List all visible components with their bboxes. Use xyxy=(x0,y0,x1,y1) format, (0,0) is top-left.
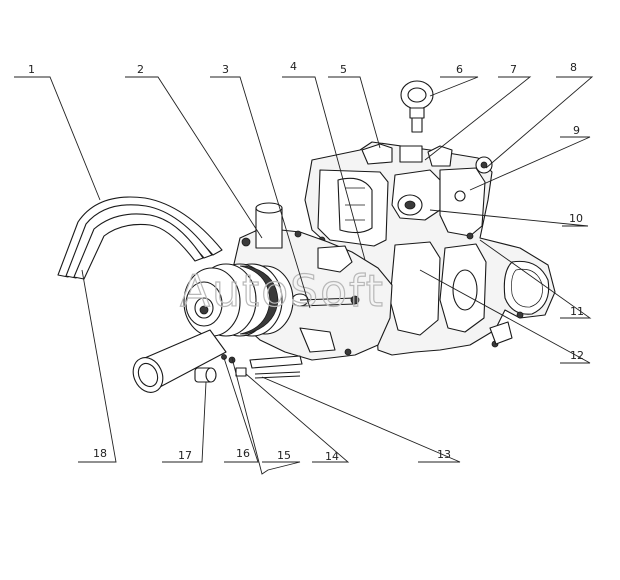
callout-13: 13 xyxy=(437,448,451,461)
callout-7: 7 xyxy=(510,63,517,76)
callout-6: 6 xyxy=(456,63,463,76)
callout-10: 10 xyxy=(569,212,583,225)
callout-labels: 1 2 3 4 5 6 7 8 9 10 11 12 13 14 15 16 1… xyxy=(28,60,584,463)
callout-14: 14 xyxy=(325,450,339,463)
callout-15: 15 xyxy=(277,449,291,462)
bracket-rod-drawing xyxy=(221,354,303,379)
callout-8: 8 xyxy=(570,61,577,74)
housing-plate-drawing xyxy=(304,141,556,356)
eye-bolt-drawing xyxy=(400,80,434,133)
callout-17: 17 xyxy=(178,449,192,462)
callout-9: 9 xyxy=(573,124,580,137)
callout-3: 3 xyxy=(222,63,229,76)
outlet-pipe-drawing xyxy=(132,329,227,393)
callout-11: 11 xyxy=(570,305,584,318)
callout-18: 18 xyxy=(93,447,107,460)
callout-1: 1 xyxy=(28,63,35,76)
callout-2: 2 xyxy=(137,63,144,76)
leader-lines xyxy=(14,76,594,475)
callout-12: 12 xyxy=(570,349,584,362)
callout-5: 5 xyxy=(340,63,347,76)
belt-drawing xyxy=(57,196,223,280)
callout-16: 16 xyxy=(236,447,250,460)
pulley-drawing xyxy=(183,263,294,337)
callout-4: 4 xyxy=(290,60,297,73)
watermark-text: AutoSoft xyxy=(180,266,385,317)
